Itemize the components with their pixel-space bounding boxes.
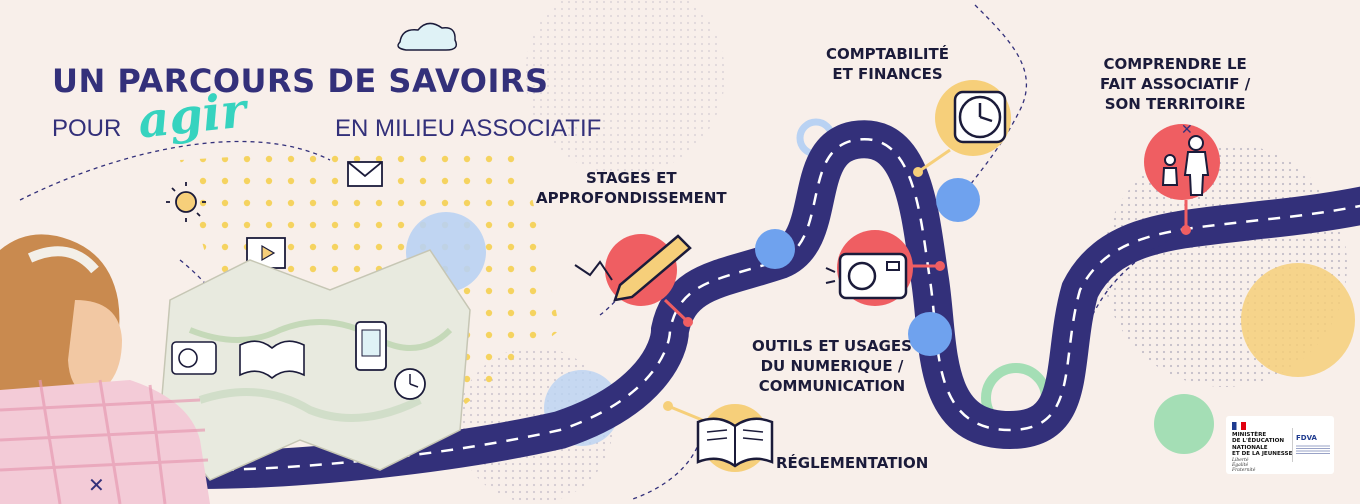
map-illustration bbox=[159, 249, 471, 481]
book-icon bbox=[696, 417, 774, 468]
open-book-small-icon bbox=[239, 340, 305, 380]
logo-divider bbox=[1292, 428, 1293, 462]
stop-comptabilite bbox=[913, 80, 1011, 222]
halftone-circle-top bbox=[525, 0, 725, 175]
ministry-logo: MINISTÈRE DE L'ÉDUCATION NATIONALE ET DE… bbox=[1226, 416, 1334, 474]
pencil-icon bbox=[574, 234, 692, 302]
yellow-blob bbox=[1241, 263, 1355, 377]
ministry-name: MINISTÈRE DE L'ÉDUCATION NATIONALE ET DE… bbox=[1232, 432, 1293, 457]
small-clock-icon bbox=[394, 368, 426, 400]
label-comprendre: COMPRENDRE LE FAIT ASSOCIATIF / SON TERR… bbox=[1100, 55, 1251, 113]
clock-icon bbox=[953, 90, 1007, 144]
page-title: UN PARCOURS DE SAVOIRS bbox=[52, 62, 549, 100]
label-stages: STAGES ET APPROFONDISSEMENT bbox=[536, 169, 727, 207]
subtitle-left: POUR bbox=[52, 115, 122, 142]
stop-stages bbox=[574, 229, 795, 327]
cloud-icon bbox=[397, 22, 458, 51]
ministry-motto: Liberté Égalité Fraternité bbox=[1232, 458, 1256, 473]
label-reglementation: RÉGLEMENTATION bbox=[776, 454, 929, 472]
stop-reglementation bbox=[663, 401, 774, 472]
letter-icon bbox=[347, 161, 383, 187]
green-blob bbox=[1154, 394, 1214, 454]
fdva-subtitle-lines bbox=[1296, 444, 1330, 454]
family-icon bbox=[1161, 135, 1210, 196]
label-comptabilite: COMPTABILITÉ ET FINANCES bbox=[826, 45, 949, 83]
sun-icon bbox=[166, 182, 206, 222]
subtitle-right: EN MILIEU ASSOCIATIF bbox=[335, 115, 602, 142]
label-outils: OUTILS ET USAGES DU NUMERIQUE / COMMUNIC… bbox=[752, 337, 912, 395]
fdva-logo: FDVA bbox=[1296, 434, 1317, 442]
french-flag-icon bbox=[1232, 422, 1246, 430]
camera-small-icon bbox=[171, 341, 217, 375]
road-path bbox=[181, 120, 1360, 489]
cross-mark: ✕ bbox=[88, 473, 105, 497]
stop-comprendre: ✕ bbox=[1144, 122, 1220, 235]
child-illustration bbox=[0, 234, 210, 504]
svg-text:✕: ✕ bbox=[1181, 122, 1193, 138]
phone-icon bbox=[355, 321, 387, 371]
camera-icon bbox=[825, 252, 908, 300]
subtitle-script: agir bbox=[135, 82, 249, 150]
stop-outils bbox=[825, 230, 952, 356]
